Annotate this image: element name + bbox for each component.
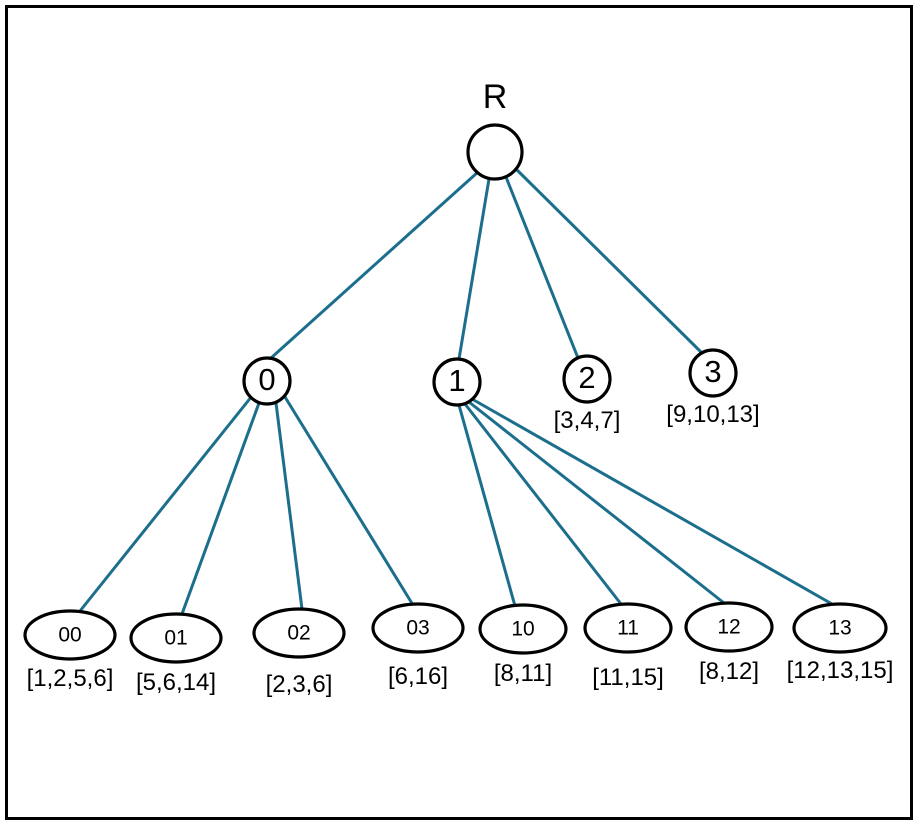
tree-edge-1-12	[468, 400, 725, 605]
node-label-2: 2	[578, 360, 595, 395]
node-range-03: [6,16]	[388, 663, 448, 690]
tree-node-2[interactable]	[562, 354, 612, 404]
tree-edge-0-03	[283, 396, 415, 606]
tree-edge-R-2	[504, 176, 580, 359]
figure-border	[5, 5, 913, 820]
node-label-03: 03	[406, 617, 429, 640]
node-range-00: [1,2,5,6]	[27, 665, 114, 692]
tree-node-11[interactable]	[583, 602, 673, 654]
node-range-01: [5,6,14]	[136, 669, 216, 696]
tree-node-0[interactable]	[242, 356, 292, 406]
node-label-12: 12	[717, 616, 740, 639]
node-label-00: 00	[58, 624, 81, 647]
node-label-13: 13	[828, 617, 851, 640]
tree-node-00[interactable]	[23, 609, 117, 661]
node-range-10: [8,11]	[494, 660, 552, 687]
node-range-2: [3,4,7]	[554, 407, 621, 434]
tree-edge-0-00	[78, 395, 254, 612]
tree-edge-1-13	[471, 397, 833, 606]
tree-node-02[interactable]	[252, 607, 346, 659]
tree-node-1[interactable]	[432, 357, 482, 407]
tree-node-root[interactable]	[466, 123, 524, 181]
edges-group	[78, 168, 833, 615]
tree-node-03[interactable]	[371, 602, 465, 654]
tree-edge-R-3	[515, 168, 704, 355]
tree-node-13[interactable]	[792, 602, 888, 654]
tree-edge-1-10	[457, 404, 517, 607]
tree-edge-0-01	[180, 402, 261, 615]
node-label-11: 11	[617, 617, 639, 640]
node-label-02: 02	[287, 622, 310, 645]
tree-edge-0-02	[274, 402, 304, 610]
node-label-0: 0	[258, 362, 275, 397]
tree-edge-1-11	[463, 403, 623, 605]
node-label-1: 1	[448, 363, 465, 398]
tree-node-10[interactable]	[478, 603, 568, 655]
node-range-3: [9,10,13]	[666, 401, 759, 428]
tree-edge-R-0	[269, 170, 480, 360]
tree-node-3[interactable]	[688, 348, 738, 398]
tree-edge-R-1	[457, 178, 491, 360]
node-label-01: 01	[164, 627, 187, 650]
node-range-12: [8,12]	[699, 658, 759, 685]
tree-node-12[interactable]	[684, 601, 774, 653]
node-label-3: 3	[704, 354, 721, 389]
node-label-root: R	[483, 78, 508, 116]
node-range-13: [12,13,15]	[787, 657, 894, 684]
node-range-11: [11,15]	[592, 664, 664, 691]
tree-node-01[interactable]	[129, 612, 223, 664]
node-range-02: [2,3,6]	[266, 671, 333, 698]
node-label-10: 10	[511, 618, 534, 641]
